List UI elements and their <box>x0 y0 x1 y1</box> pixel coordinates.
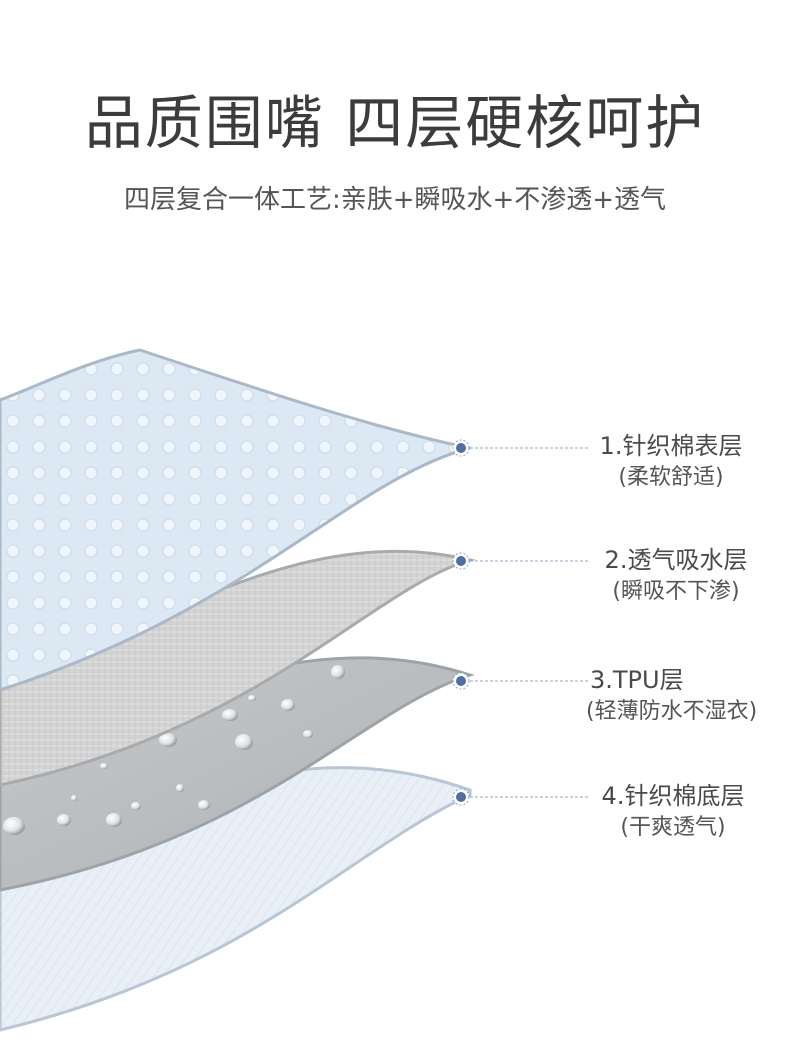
layer-1-name: 1.针织棉表层 <box>599 432 743 460</box>
layer-label-4: 4.针织棉底层 (干爽透气) <box>588 780 758 844</box>
water-droplets <box>3 665 345 835</box>
leader-2 <box>452 552 590 570</box>
leader-1 <box>452 439 590 457</box>
layer-2-name: 2.透气吸水层 <box>604 546 748 574</box>
leader-3 <box>452 672 590 690</box>
page-subtitle: 四层复合一体工艺:亲肤+瞬吸水+不渗透+透气 <box>123 185 667 215</box>
layer-1-note: (柔软舒适) <box>618 465 724 490</box>
layer-label-2: 2.透气吸水层 (瞬吸不下渗) <box>588 544 764 608</box>
layer-3-name: 3.TPU层 <box>590 666 684 694</box>
layer-label-3: 3.TPU层 (轻薄防水不湿衣) <box>586 664 776 728</box>
layer-4-name: 4.针织棉底层 <box>601 782 745 810</box>
layer-2-note: (瞬吸不下渗) <box>612 579 740 604</box>
layer-label-1: 1.针织棉表层 (柔软舒适) <box>588 430 754 494</box>
layer-3-note: (轻薄防水不湿衣) <box>586 699 758 724</box>
page-title: 品质围嘴 四层硬核呵护 <box>84 89 706 157</box>
layer-4-note: (干爽透气) <box>620 815 726 840</box>
layer-illustration <box>0 348 590 1032</box>
leader-4 <box>452 788 590 806</box>
